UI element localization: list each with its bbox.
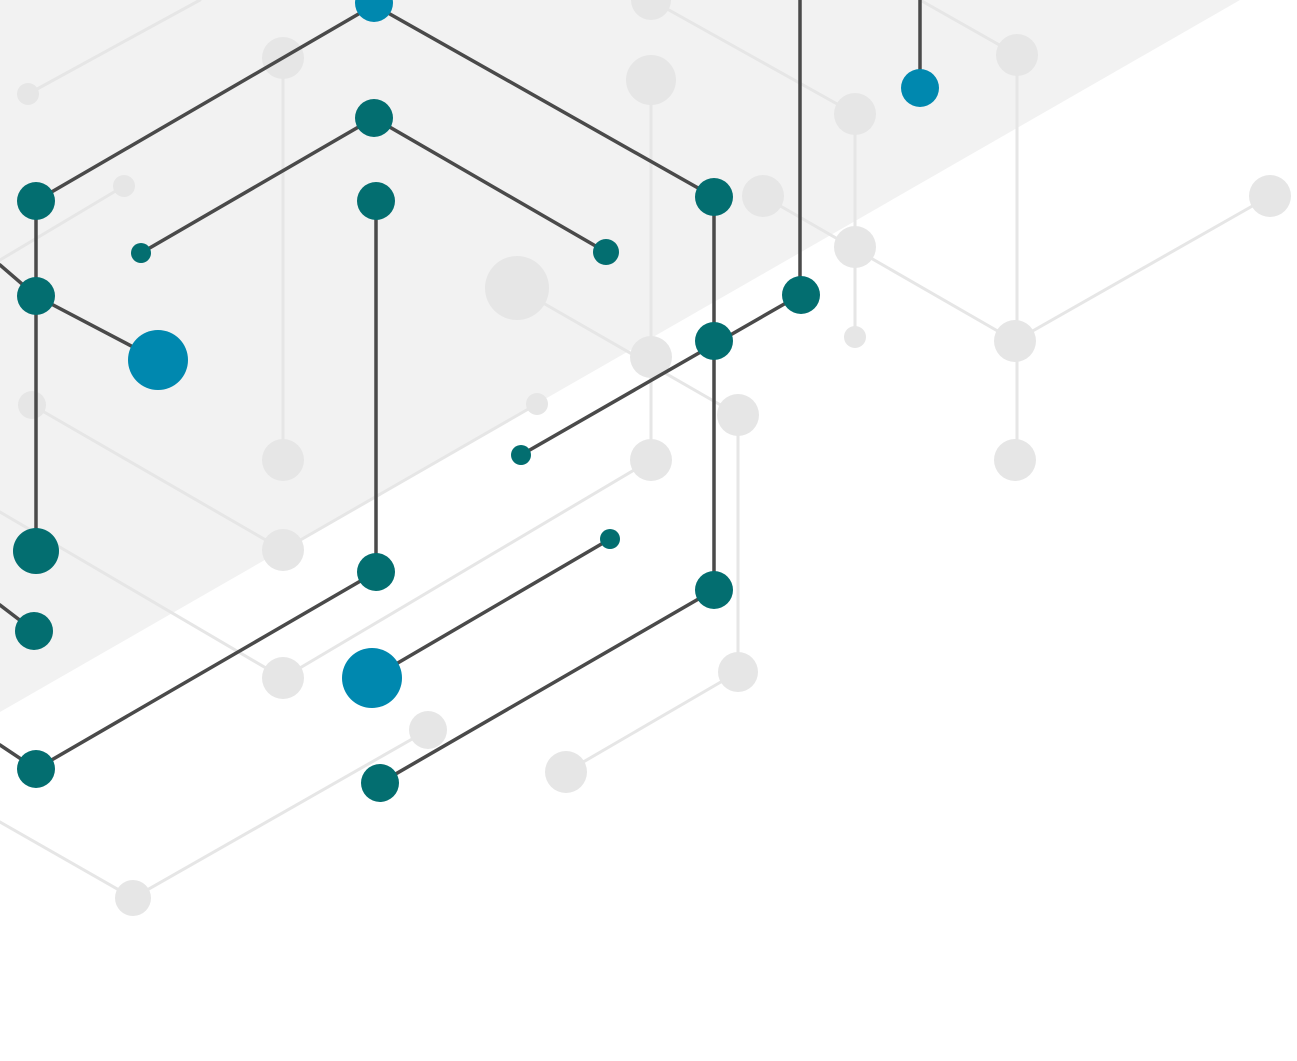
teal-node: [357, 182, 395, 220]
teal-node: [361, 764, 399, 802]
teal-node: [511, 445, 531, 465]
faint-node: [742, 175, 784, 217]
teal-node: [593, 239, 619, 265]
faint-node: [115, 880, 151, 916]
teal-node: [17, 277, 55, 315]
teal-node: [695, 322, 733, 360]
faint-node: [18, 391, 46, 419]
faint-node: [717, 394, 759, 436]
faint-node: [113, 175, 135, 197]
teal-node: [600, 529, 620, 549]
blue-node: [355, 0, 393, 22]
faint-node: [834, 226, 876, 268]
teal-node: [695, 178, 733, 216]
blue-node: [342, 648, 402, 708]
faint-node: [834, 93, 876, 135]
faint-node: [262, 439, 304, 481]
teal-node: [17, 750, 55, 788]
teal-node: [355, 99, 393, 137]
teal-node: [695, 571, 733, 609]
teal-node: [17, 182, 55, 220]
faint-node: [262, 529, 304, 571]
faint-node: [485, 256, 549, 320]
faint-node: [526, 393, 548, 415]
faint-node: [630, 439, 672, 481]
faint-node: [409, 711, 447, 749]
blue-node: [128, 330, 188, 390]
faint-node: [994, 439, 1036, 481]
foreground-nodes: [13, 0, 939, 802]
teal-node: [357, 553, 395, 591]
faint-node: [630, 336, 672, 378]
faint-node: [1249, 175, 1291, 217]
teal-node: [131, 243, 151, 263]
teal-node: [782, 276, 820, 314]
background-nodes: [17, 0, 1291, 916]
teal-node: [13, 528, 59, 574]
faint-node: [994, 320, 1036, 362]
faint-node: [545, 751, 587, 793]
faint-node: [718, 652, 758, 692]
faint-node: [17, 83, 39, 105]
faint-node: [631, 0, 671, 20]
faint-node: [626, 55, 676, 105]
faint-node: [996, 34, 1038, 76]
teal-node: [15, 612, 53, 650]
blue-node: [901, 69, 939, 107]
faint-node: [844, 326, 866, 348]
faint-node: [262, 657, 304, 699]
